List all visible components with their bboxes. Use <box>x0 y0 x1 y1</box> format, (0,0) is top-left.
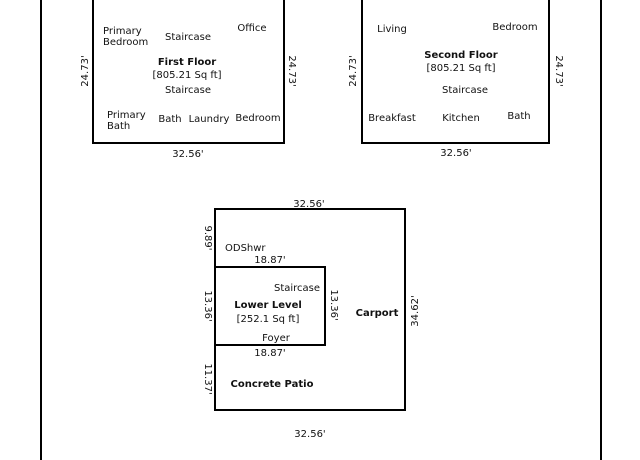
room-primary-bedroom-line2: Bedroom <box>103 37 148 48</box>
room-primary-bath-line2: Bath <box>107 121 130 132</box>
patio-height-dimension: 11.37' <box>202 363 213 394</box>
odshwr-height-dimension: 9.89' <box>202 225 213 250</box>
room-kitchen: Kitchen <box>442 113 480 124</box>
first-floor-title: First Floor <box>158 57 216 68</box>
room-primary-bedroom-line1: Primary <box>103 26 142 37</box>
first-floor-outline <box>92 0 285 144</box>
lower-level-inner-outline <box>214 266 326 346</box>
first-floor-height-dimension-left: 24.73' <box>80 55 91 86</box>
room-staircase-top: Staircase <box>165 32 211 43</box>
first-floor-height-dimension-right: 24.73' <box>286 55 297 86</box>
room-primary-bath-line1: Primary <box>107 110 146 121</box>
room-bath: Bath <box>158 114 181 125</box>
room-staircase: Staircase <box>442 85 488 96</box>
lower-level-outer-width-dimension-bottom: 32.56' <box>294 429 325 440</box>
lower-level-inner-height-dimension-left: 13.36' <box>202 290 213 321</box>
second-floor-height-dimension-right: 24.73' <box>553 55 564 86</box>
second-floor-area: [805.21 Sq ft] <box>426 63 495 74</box>
second-floor-plan: Living Bedroom Second Floor [805.21 Sq f… <box>348 0 564 159</box>
room-carport: Carport <box>356 308 399 319</box>
lower-level-inner-width-dimension-bottom: 18.87' <box>254 348 285 359</box>
lower-level-inner-height-dimension-right: 13.36' <box>328 289 339 320</box>
lower-level-area: [252.1 Sq ft] <box>237 314 300 325</box>
first-floor-area: [805.21 Sq ft] <box>152 70 221 81</box>
second-floor-outline <box>361 0 550 144</box>
lower-level-inner-width-dimension-top: 18.87' <box>254 255 285 266</box>
first-floor-plan: Primary Bedroom Staircase Office First F… <box>80 0 297 160</box>
room-bedroom: Bedroom <box>235 113 280 124</box>
room-foyer: Foyer <box>262 333 291 344</box>
lower-level-outer-height-dimension: 34.62' <box>410 295 421 326</box>
room-staircase: Staircase <box>274 283 320 294</box>
room-staircase-mid: Staircase <box>165 85 211 96</box>
room-concrete-patio: Concrete Patio <box>231 379 314 390</box>
second-floor-title: Second Floor <box>424 50 498 61</box>
second-floor-width-dimension: 32.56' <box>440 148 471 159</box>
room-laundry: Laundry <box>189 114 230 125</box>
room-bath: Bath <box>507 111 530 122</box>
room-odshwr: ODShwr <box>225 243 266 254</box>
lower-level-title: Lower Level <box>234 300 302 311</box>
room-breakfast: Breakfast <box>368 113 416 124</box>
second-floor-height-dimension-left: 24.73' <box>348 55 359 86</box>
room-bedroom: Bedroom <box>492 22 537 33</box>
room-office: Office <box>237 23 266 34</box>
first-floor-width-dimension: 32.56' <box>172 149 203 160</box>
room-living: Living <box>377 24 407 35</box>
lower-level-outer-width-dimension-top: 32.56' <box>293 199 324 210</box>
lower-level-plan: 32.56' 9.89' ODShwr 18.87' Staircase 13.… <box>202 199 421 440</box>
